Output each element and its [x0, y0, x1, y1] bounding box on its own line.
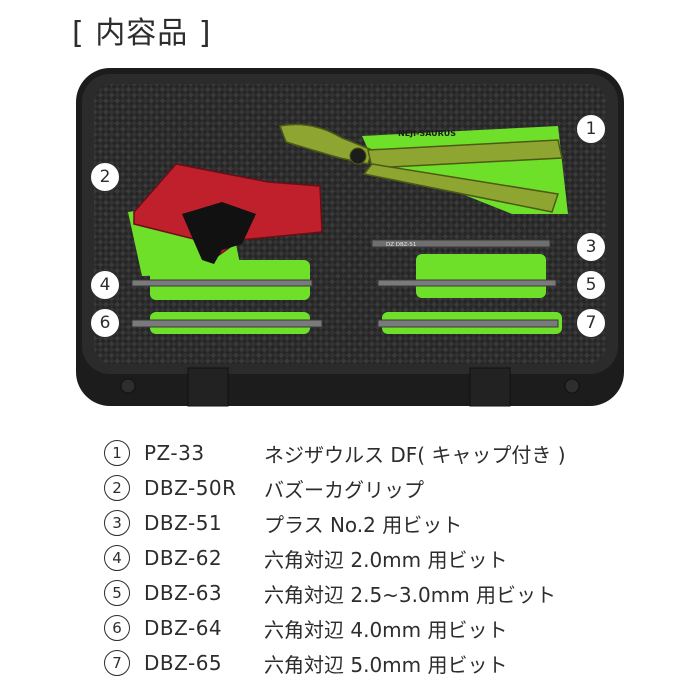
callout-badge-2: 2 [90, 162, 120, 192]
callout-badge-4: 4 [90, 270, 120, 300]
callout-badge-5: 5 [576, 270, 606, 300]
callout-badge-6: 6 [90, 308, 120, 338]
item-description: 六角対辺 2.5~3.0mm 用ビット [264, 582, 557, 607]
bit-dbz64 [131, 319, 323, 328]
pliers-brand-text: NEJI-SAURUS [398, 129, 456, 138]
bit-slot-right-top [416, 254, 546, 298]
item-description: ネジザウルス DF( キャップ付き ) [264, 442, 566, 467]
item-code: DBZ-63 [144, 581, 223, 605]
list-item: 2 DBZ-50R バズーカグリップ [104, 471, 424, 505]
pliers-pz33: NEJI-SAURUS [278, 123, 563, 213]
item-code: DBZ-62 [144, 546, 223, 570]
item-description: 六角対辺 4.0mm 用ビット [264, 617, 508, 642]
item-description: バズーカグリップ [264, 477, 424, 502]
list-item: 4 DBZ-62 六角対辺 2.0mm 用ビット [104, 541, 508, 575]
list-item: 5 DBZ-63 六角対辺 2.5~3.0mm 用ビット [104, 576, 556, 610]
item-code: DBZ-65 [144, 651, 223, 675]
item-code: DBZ-50R [144, 476, 237, 500]
callout-badge-7: 7 [576, 308, 606, 338]
item-code: DBZ-64 [144, 616, 223, 640]
callout-badge-3: 3 [576, 232, 606, 262]
bazooka-grip [133, 163, 323, 264]
item-number: 6 [104, 615, 130, 641]
callout-badge-1: 1 [576, 114, 606, 144]
item-description: プラス No.2 用ビット [264, 512, 463, 537]
list-item: 7 DBZ-65 六角対辺 5.0mm 用ビット [104, 646, 508, 680]
item-code: DBZ-51 [144, 511, 223, 535]
item-number: 2 [104, 475, 130, 501]
bit-dbz62 [131, 279, 313, 287]
item-description: 六角対辺 5.0mm 用ビット [264, 652, 508, 677]
item-description: 六角対辺 2.0mm 用ビット [264, 547, 508, 572]
bit-dbz63 [377, 279, 557, 287]
item-number: 1 [104, 440, 130, 466]
list-item: 6 DBZ-64 六角対辺 4.0mm 用ビット [104, 611, 508, 645]
item-number: 5 [104, 580, 130, 606]
bit-marking-text: DZ DBZ-51 [386, 242, 416, 248]
product-photo: NEJI-SAURUS DZ DBZ-51 [76, 68, 624, 407]
item-number: 4 [104, 545, 130, 571]
item-number: 3 [104, 510, 130, 536]
item-number: 7 [104, 650, 130, 676]
item-code: PZ-33 [144, 441, 205, 465]
page-title: [ 内容品 ] [72, 16, 212, 51]
bit-dbz65 [377, 319, 559, 328]
list-item: 3 DBZ-51 プラス No.2 用ビット [104, 506, 462, 540]
list-item: 1 PZ-33 ネジザウルス DF( キャップ付き ) [104, 436, 566, 470]
bit-dbz51: DZ DBZ-51 [371, 239, 551, 248]
